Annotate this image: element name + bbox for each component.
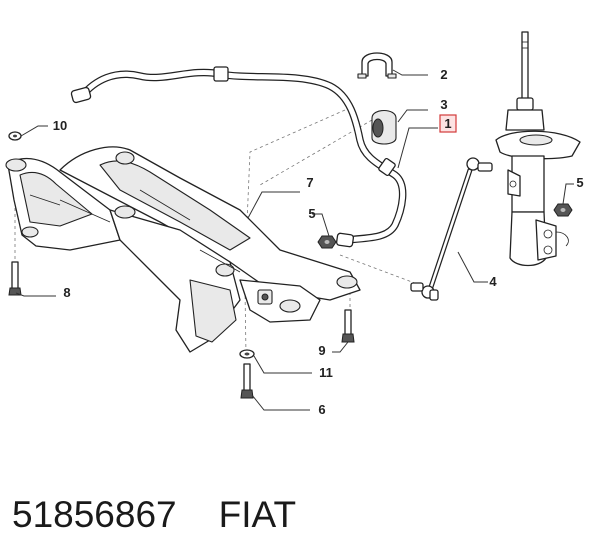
brand-name: FIAT [218,494,297,535]
stabilizer-link [410,157,493,301]
callout-5-left: 5 [308,206,315,221]
exploded-parts-diagram: 1 2 3 4 5 5 6 7 8 9 10 11 [5,31,584,417]
callout-11: 11 [319,365,333,380]
callout-9: 9 [318,343,325,358]
callout-1-highlight-box [439,114,457,133]
callout-7: 7 [306,175,313,190]
callout-5-right: 5 [576,175,583,190]
part-number: 51856867 [12,494,177,535]
bolt-9 [341,309,355,343]
callout-1: 1 [444,116,451,131]
nut-5-right [553,203,573,217]
callout-3: 3 [440,97,447,112]
bolt-6 [240,363,254,399]
stabilizer-bushing [371,109,397,145]
front-subframe [5,146,361,353]
stabilizer-bar [70,66,407,248]
callout-2: 2 [440,67,447,82]
callout-6: 6 [318,402,325,417]
part-caption: 51856867 FIAT [12,494,296,536]
washer-11 [239,349,255,359]
bolt-8 [8,261,22,296]
callout-leader-lines [15,69,574,411]
callout-8: 8 [63,285,70,300]
shock-absorber-strut [495,31,581,267]
callout-labels: 1 2 3 4 5 5 6 7 8 9 10 11 [53,67,584,417]
nut-5-left [317,235,337,249]
washer-10 [8,131,22,141]
stabilizer-bracket [357,52,397,79]
callout-4: 4 [489,274,497,289]
callout-10: 10 [53,118,67,133]
